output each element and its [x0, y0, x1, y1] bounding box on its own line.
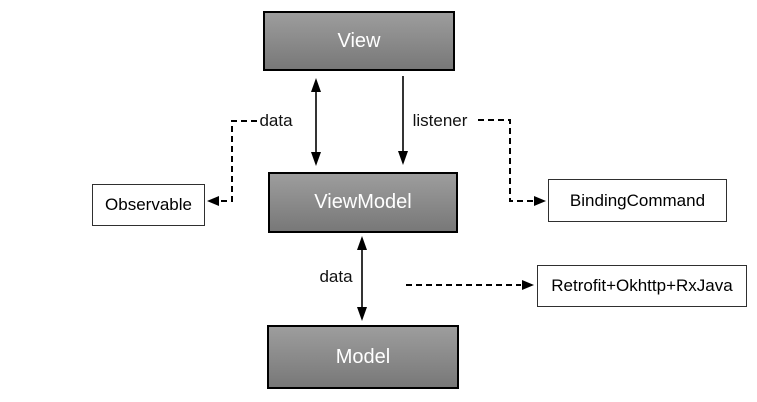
arrowhead-right-icon [522, 280, 534, 290]
arrowhead-right-icon [534, 196, 546, 206]
node-bindingcommand: BindingCommand [548, 179, 727, 222]
node-view: View [263, 11, 455, 71]
connector-data-to-retrofit [406, 280, 534, 290]
edge-label-data-viewmodel-model: data [319, 267, 353, 286]
arrowhead-up-icon [311, 78, 321, 92]
connector-listener-to-bindingcommand [478, 119, 546, 206]
node-retrofit-okhttp-rxjava: Retrofit+Okhttp+RxJava [537, 265, 747, 307]
edge-view-viewmodel-listener-arrow [398, 76, 408, 165]
arrowhead-left-icon [207, 196, 219, 206]
node-model-label: Model [335, 345, 391, 368]
dashed-line [478, 119, 534, 202]
edge-label-data-view-viewmodel: data [259, 111, 293, 130]
arrowhead-up-icon [357, 236, 367, 250]
node-viewmodel-label: ViewModel [314, 191, 412, 213]
arrowhead-down-icon [398, 151, 408, 165]
arrowhead-down-icon [357, 307, 367, 321]
node-observable-label: Observable [105, 195, 192, 214]
dashed-line [214, 120, 257, 202]
edge-label-listener: listener [412, 111, 468, 130]
node-viewmodel: ViewModel [268, 172, 458, 233]
node-view-label: View [337, 29, 381, 52]
connector-data-to-observable [207, 120, 257, 206]
edge-view-viewmodel-data-arrow [311, 78, 321, 166]
arrowhead-down-icon [311, 152, 321, 166]
node-retrofit-okhttp-rxjava-label: Retrofit+Okhttp+RxJava [551, 276, 733, 295]
node-model: Model [267, 325, 459, 389]
edge-viewmodel-model-data-arrow [357, 236, 367, 321]
node-bindingcommand-label: BindingCommand [569, 190, 706, 210]
node-observable: Observable [92, 184, 205, 226]
